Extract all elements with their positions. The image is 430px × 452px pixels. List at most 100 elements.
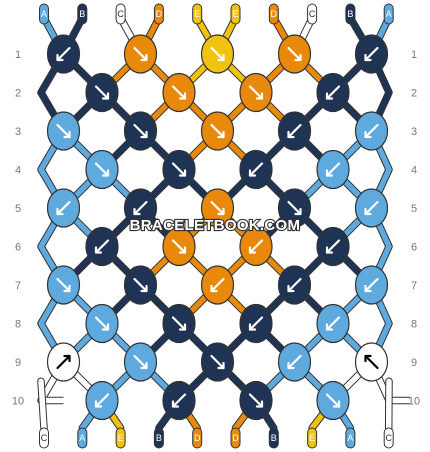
row-label-left: 6 [15, 242, 21, 254]
knot [123, 342, 158, 382]
knot-arrowhead-icon [140, 53, 148, 62]
knot-arrowhead-icon [255, 400, 264, 408]
knot [46, 188, 81, 228]
knot [277, 111, 312, 151]
knot [354, 342, 389, 382]
top-string-label: A [386, 9, 392, 19]
knot [316, 226, 350, 267]
knot [162, 149, 196, 190]
row-label-right: 8 [411, 319, 417, 331]
knot [200, 34, 235, 74]
knot-arrow-sw-icon [171, 393, 187, 408]
knot [200, 265, 235, 305]
bottom-string-label: E [309, 433, 315, 443]
knot [354, 188, 389, 228]
bottom-string-label: A [347, 433, 353, 443]
top-string-end [230, 3, 241, 25]
knot-arrow-se-icon [325, 393, 341, 408]
knot [239, 149, 273, 190]
knot-arrowhead-icon [325, 246, 334, 254]
knot-arrowhead-icon [325, 92, 334, 100]
knot-arrowhead-icon [248, 169, 257, 177]
knot [277, 342, 312, 382]
knot-arrowhead-icon [178, 246, 187, 254]
row-label-right: 2 [411, 88, 417, 100]
knot [162, 72, 196, 113]
knot-arrow-se-icon [56, 123, 71, 139]
knot-arrowhead-icon [364, 207, 372, 216]
knot [316, 380, 350, 421]
knot-arrowhead-icon [325, 169, 334, 177]
knot-arrowhead-icon [325, 323, 334, 331]
knot [123, 188, 158, 228]
knot-arrowhead-icon [140, 284, 148, 293]
knot [316, 303, 350, 344]
top-string-end [268, 3, 279, 25]
knot-grid [46, 34, 389, 421]
knot-arrowhead-icon [364, 130, 372, 139]
knot-arrowhead-icon [140, 130, 148, 139]
bottom-string-end [345, 427, 356, 449]
knot-arrow-sw-icon [56, 200, 71, 216]
top-string-end [153, 3, 164, 25]
knot-arrow-sw-icon [325, 239, 341, 254]
row-label-left: 1 [15, 49, 21, 61]
knot-arrowhead-icon [294, 53, 302, 62]
bottom-string-end [307, 427, 318, 449]
knot-arrowhead-icon [248, 246, 257, 254]
knot-arrowhead-icon [332, 400, 341, 408]
top-string-end [192, 3, 203, 25]
string-segment [38, 378, 47, 431]
top-string-label: A [41, 9, 47, 19]
row-label-left: 9 [15, 357, 21, 369]
row-label-right: 6 [411, 242, 417, 254]
knot [239, 72, 273, 113]
knot-arrow-sw-icon [364, 200, 379, 216]
knot-arrow-sw-icon [248, 162, 264, 177]
top-string-end [77, 3, 88, 25]
knot-arrow-sw-icon [248, 316, 264, 331]
knot-arrow-ne-icon [56, 354, 71, 370]
knot-arrow-sw-icon [248, 239, 264, 254]
knot [123, 111, 158, 151]
knot [354, 265, 389, 305]
knot [85, 72, 119, 113]
knot-arrow-se-icon [210, 123, 225, 139]
row-label-right: 3 [411, 126, 417, 138]
knot [277, 188, 312, 228]
knot [85, 380, 119, 421]
knot-arrowhead-icon [364, 354, 372, 363]
knot-arrowhead-icon [294, 207, 302, 216]
knot-arrow-sw-icon [364, 46, 379, 62]
knot-arrowhead-icon [101, 169, 110, 177]
knot-arrowhead-icon [255, 92, 264, 100]
knot-arrowhead-icon [178, 92, 187, 100]
knot [239, 380, 273, 421]
knot-arrow-se-icon [248, 393, 264, 408]
knot-arrowhead-icon [287, 130, 295, 139]
knot-arrow-sw-icon [325, 85, 341, 100]
top-string-label: E [232, 9, 238, 19]
knot-arrowhead-icon [94, 400, 103, 408]
knot-arrowhead-icon [217, 130, 225, 139]
knot [162, 226, 196, 267]
knot-arrowhead-icon [63, 284, 71, 293]
knot [239, 226, 273, 267]
top-string-end [307, 3, 318, 25]
knot [85, 303, 119, 344]
top-string-label: D [271, 9, 278, 19]
bottom-string-label: B [156, 433, 162, 443]
knot [85, 226, 119, 267]
top-string-label: E [194, 9, 200, 19]
knot-arrowhead-icon [94, 246, 103, 254]
knot [46, 34, 81, 74]
bottom-string-end [77, 427, 88, 449]
top-string-label: D [156, 9, 163, 19]
knot-arrow-se-icon [171, 162, 187, 177]
knot [200, 188, 235, 228]
knot-arrow-sw-icon [287, 123, 302, 139]
knot-arrow-se-icon [133, 277, 148, 293]
knot-arrowhead-icon [287, 361, 295, 370]
top-string-end [39, 3, 49, 25]
knot-arrow-sw-icon [94, 393, 110, 408]
